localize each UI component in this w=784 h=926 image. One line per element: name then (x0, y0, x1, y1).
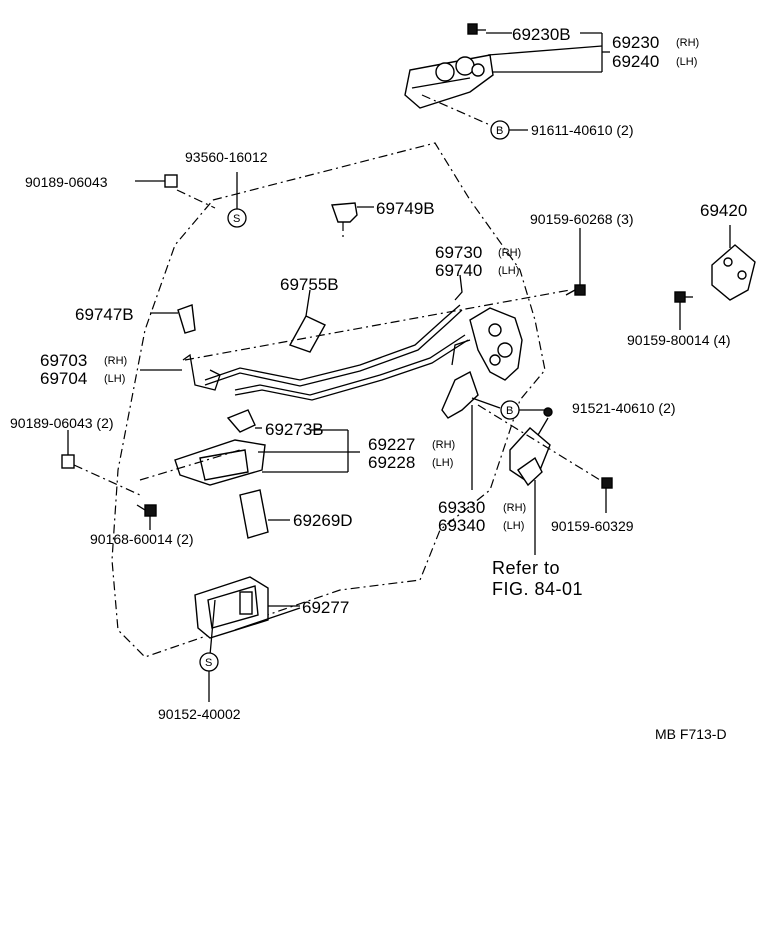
lock-cylinder (509, 407, 553, 487)
tag-rh-69730: (RH) (498, 247, 521, 259)
outside-handle-bracket (404, 54, 494, 109)
refer-to-text: Refer to (492, 558, 560, 578)
marker-b-top-letter: B (496, 125, 503, 137)
label-69340: 69340 (438, 516, 485, 535)
label-93560: 93560-16012 (185, 149, 268, 165)
screw-69230B (467, 23, 512, 35)
tag-rh-69230: (RH) (676, 37, 699, 49)
rods (182, 274, 571, 401)
label-69269D: 69269D (293, 511, 353, 530)
tag-lh-69704: (LH) (104, 373, 125, 385)
label-69230: 69230 (612, 33, 659, 52)
tag-rh-69703: (RH) (104, 355, 127, 367)
screw-90159-60329 (601, 477, 613, 513)
marker-s-upper-letter: S (233, 213, 240, 225)
label-69704: 69704 (40, 369, 87, 388)
label-69228: 69228 (368, 453, 415, 472)
label-91521: 91521-40610 (2) (572, 400, 676, 416)
striker-69420 (711, 225, 756, 301)
tag-lh-69240: (LH) (676, 56, 697, 68)
label-69420: 69420 (700, 201, 747, 220)
marker-s-lower-letter: S (205, 657, 212, 669)
screw-90159-60268 (565, 228, 586, 296)
tag-rh-69330: (RH) (503, 502, 526, 514)
label-69747B: 69747B (75, 305, 134, 324)
label-90168: 90168-60014 (2) (90, 531, 194, 547)
bracket-69747B (150, 304, 196, 334)
tag-rh-69227: (RH) (432, 439, 455, 451)
label-69230B: 69230B (512, 25, 571, 44)
clip-69273B (226, 409, 262, 433)
tag-lh-69340: (LH) (503, 520, 524, 532)
label-69749B: 69749B (376, 199, 435, 218)
inside-handle-69227 (139, 439, 266, 486)
pad-69755B (288, 289, 326, 353)
clip-90189-upper (135, 174, 216, 209)
label-69755B: 69755B (280, 275, 339, 294)
bezel-69277 (194, 576, 301, 656)
label-90159-80014: 90159-80014 (4) (627, 332, 731, 348)
marker-s-upper (227, 208, 247, 228)
label-69730: 69730 (435, 243, 482, 262)
door-outline (111, 142, 546, 658)
marker-b-middle-letter: B (506, 405, 513, 417)
label-90189-lower: 90189-06043 (2) (10, 415, 114, 431)
label-91611: 91611-40610 (2) (531, 122, 633, 138)
tag-lh-69228: (LH) (432, 457, 453, 469)
refer-fig-text: FIG. 84-01 (492, 579, 583, 599)
cover-69269D (239, 489, 290, 539)
label-90152: 90152-40002 (158, 706, 241, 722)
figure-code: MB F713-D (655, 726, 727, 742)
clip-69749B (331, 202, 374, 240)
label-90189-upper: 90189-06043 (25, 174, 108, 190)
screw-90159-80014 (674, 291, 693, 330)
label-90159-60268: 90159-60268 (3) (530, 211, 634, 227)
label-69277: 69277 (302, 598, 349, 617)
door-lock-assembly (441, 307, 523, 419)
label-90159-60329: 90159-60329 (551, 518, 634, 534)
label-69703: 69703 (40, 351, 87, 370)
label-69240: 69240 (612, 52, 659, 71)
label-69273B: 69273B (265, 420, 324, 439)
label-69227: 69227 (368, 435, 415, 454)
screw-90168 (136, 504, 157, 530)
tag-lh-69740: (LH) (498, 265, 519, 277)
label-69330: 69330 (438, 498, 485, 517)
clip-90189-lower (61, 430, 141, 496)
label-69740: 69740 (435, 261, 482, 280)
